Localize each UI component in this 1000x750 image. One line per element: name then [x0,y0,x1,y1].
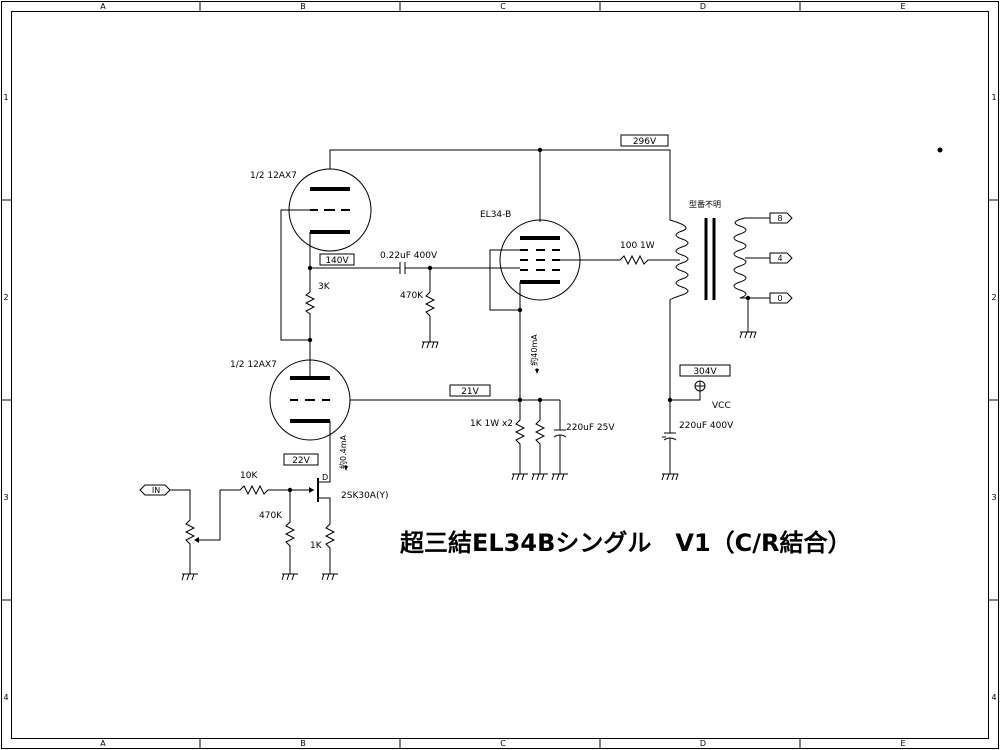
vcc-label: VCC [712,401,731,411]
voltage-296: 296V [633,137,657,147]
row-label-3: 3 [3,493,8,502]
col-label-a-bottom: A [100,739,106,748]
marker-dot [937,147,943,153]
port-8[interactable]: 8 [769,212,793,224]
row-label-1-right: 1 [991,93,996,102]
voltage-304: 304V [693,367,717,377]
voltage-22: 22V [292,456,310,466]
tube-label-upper: 1/2 12AX7 [250,171,297,181]
resistor-10k-label: 10K [240,471,258,481]
row-label-4: 4 [3,693,8,702]
col-label-c-bottom: C [500,739,506,748]
current-fet: 約0.4mA [338,434,348,469]
col-label-d-bottom: D [700,739,706,748]
capacitor-coupling-label: 0.22uF 400V [380,251,438,261]
fet-2sk30a: D 2SK30A(Y) [290,473,388,520]
col-label-e-bottom: E [900,739,905,748]
resistor-100: 100 1W [619,241,680,266]
frame-row-labels: 1 2 3 4 1 2 3 4 [3,93,996,702]
row-label-3-right: 3 [991,493,996,502]
voltage-box-21 [449,384,491,397]
col-label-b: B [300,2,306,11]
resistor-1k-source-label: 1K [310,541,323,551]
voltage-box-140 [319,253,355,266]
capacitor-coupling: 0.22uF 400V [380,251,505,274]
tube-el34: EL34-B 約40mA [480,210,620,400]
row-label-2: 2 [3,293,8,302]
resistor-470k-gate: 470K [259,487,298,581]
input-port-label: IN [152,486,160,495]
output-transformer: 型番不明 [669,199,770,400]
col-label-b-bottom: B [300,739,306,748]
frame-column-labels: A B C D E A B C D E [100,2,905,748]
b-plus-rail: 296V [329,134,671,222]
col-label-c: C [500,2,506,11]
fet-drain-label: D [322,473,328,482]
resistor-3k: 3K [304,278,331,340]
schematic-title: 超三結EL34Bシングル V1（C/R結合） [400,529,852,557]
port-0-label: 0 [777,294,782,303]
resistor-10k: 10K [220,471,290,496]
capacitor-cathode-label: 220uF 25V [566,423,615,433]
volume-potentiometer [170,489,221,581]
resistor-470k-gate-label: 470K [259,511,283,521]
voltage-box-304 [679,364,731,377]
port-4-label: 4 [777,254,782,263]
tube-12ax7-lower: 1/2 12AX7 22V 約0.4mA [230,359,520,476]
voltage-21: 21V [461,387,479,397]
port-8-label: 8 [777,214,782,223]
current-el34: 約40mA [529,334,539,366]
col-label-e: E [900,2,905,11]
voltage-box-296 [620,134,669,147]
resistor-100-label: 100 1W [620,241,655,251]
capacitor-supply-label: 220uF 400V [679,421,734,431]
voltage-box-22 [283,453,319,466]
cathode-network: 21V 220uF 25V 1K 1W x2 [449,384,615,481]
port-4[interactable]: 4 [769,252,793,264]
tube-12ax7-upper: 1/2 12AX7 [250,168,372,341]
row-label-4-right: 4 [991,693,996,702]
row-label-2-right: 2 [991,293,996,302]
col-label-d: D [700,2,706,11]
vcc-supply: 304V VCC 220uF 400V [661,364,734,481]
node-140v: 140V [307,253,400,271]
transformer-label: 型番不明 [689,199,721,209]
port-0[interactable]: 0 [769,292,793,304]
row-label-1: 1 [3,93,8,102]
voltage-140: 140V [325,256,349,266]
resistor-470k-grid: 470K [400,265,439,349]
tube-label-lower: 1/2 12AX7 [230,360,277,370]
resistor-3k-label: 3K [318,282,331,292]
col-label-a: A [100,2,106,11]
resistor-1k-source: 1K [310,520,338,581]
input-port[interactable]: IN [139,484,171,496]
resistor-cathode-label: 1K 1W x2 [470,419,513,429]
current-arrows [344,368,539,471]
tube-label-el34: EL34-B [480,210,511,220]
fet-label: 2SK30A(Y) [341,491,388,501]
resistor-470k-grid-label: 470K [400,291,424,301]
